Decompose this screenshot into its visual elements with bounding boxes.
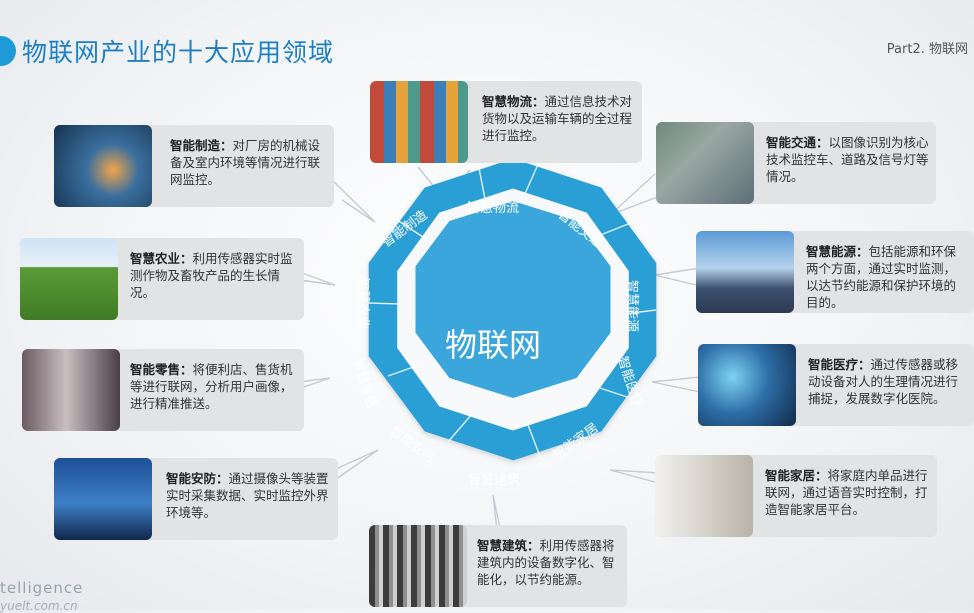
card-medical: 智能医疗：通过传感器或移动设备对人的生理情况进行捕捉，发展数字化医院。 (698, 344, 974, 426)
energy-photo (696, 231, 794, 313)
card-logistics: 智慧物流：通过信息技术对货物以及运输车辆的全过程进行监控。 (370, 81, 642, 163)
home-photo (655, 455, 753, 537)
card-desc: 对厂房的机械设备及室内环境等情况进行联网监控。 (170, 138, 321, 187)
card-title: 智能医疗： (808, 357, 871, 372)
card-title: 智慧建筑： (477, 538, 540, 553)
traffic-photo (656, 122, 754, 204)
card-mfg: 智能制造：对厂房的机械设备及室内环境等情况进行联网监控。 (54, 125, 334, 207)
retail-photo (22, 349, 120, 431)
center-label: 物联网 (445, 326, 541, 364)
card-title: 智能安防： (166, 471, 229, 486)
card-traffic: 智能交通：以图像识别为核心技术监控车、道路及信号灯等情况。 (656, 122, 936, 204)
card-title: 智能制造： (170, 138, 233, 153)
card-desc: 通过信息技术对货物以及运输车辆的全过程进行监控。 (482, 94, 633, 143)
card-agri: 智慧农业：利用传感器实时监测作物及畜牧产品的生长情况。 (20, 238, 304, 320)
logistics-photo (370, 81, 468, 163)
card-title: 智能交通： (766, 135, 829, 150)
center-hub (415, 201, 611, 398)
medical-photo (698, 344, 796, 426)
ring-label-building: 智慧建筑 (468, 472, 520, 488)
title-accent-dot (0, 36, 16, 66)
card-desc: 利用传感器实时监测作物及畜牧产品的生长情况。 (130, 251, 293, 300)
card-home: 智能家居：将家庭内单品进行联网，通过语音实时控制，打造智能家居平台。 (655, 455, 937, 537)
ring-label-agri: 智慧农业 (355, 277, 371, 329)
mfg-photo (54, 125, 152, 207)
card-title: 智慧农业： (130, 251, 193, 266)
card-title: 智能家居： (765, 468, 828, 483)
ring-label-energy: 智慧能源 (624, 280, 640, 332)
card-title: 智慧能源： (806, 244, 869, 259)
card-desc: 将家庭内单品进行联网，通过语音实时控制，打造智能家居平台。 (765, 468, 928, 517)
card-building: 智慧建筑：利用传感器将建筑内的设备数字化、智能化，以节约能源。 (369, 525, 627, 607)
card-title: 智能零售： (130, 362, 193, 377)
security-photo (54, 458, 152, 540)
card-desc: 以图像识别为核心技术监控车、道路及信号灯等情况。 (766, 135, 929, 184)
building-photo (369, 525, 467, 607)
section-label: Part2. 物联网 (886, 42, 968, 57)
ring-label-logistics: 智慧物流 (467, 200, 519, 216)
footer-url: yuelt.com.cn (0, 599, 78, 613)
card-desc: 利用传感器将建筑内的设备数字化、智能化，以节约能源。 (477, 538, 615, 587)
page-title: 物联网产业的十大应用领域 (22, 38, 335, 67)
card-security: 智能安防：通过摄像头等装置实时采集数据、实时监控外界环境等。 (54, 458, 338, 540)
card-desc: 将便利店、售货机等进行联网，分析用户画像，进行精准推送。 (130, 362, 293, 411)
card-desc: 通过传感器或移动设备对人的生理情况进行捕捉，发展数字化医院。 (808, 357, 959, 406)
card-retail: 智能零售：将便利店、售货机等进行联网，分析用户画像，进行精准推送。 (22, 349, 304, 431)
card-title: 智慧物流： (482, 94, 545, 109)
agri-photo (20, 238, 118, 320)
ring-dividers (367, 159, 657, 460)
card-energy: 智慧能源：包括能源和环保两个方面，通过实时监测，以达节约能源和保护环境的目的。 (696, 231, 974, 313)
footer-text: telligence (0, 579, 84, 597)
card-desc: 通过摄像头等装置实时采集数据、实时监控外界环境等。 (166, 471, 329, 520)
card-desc: 包括能源和环保两个方面，通过实时监测，以达节约能源和保护环境的目的。 (806, 244, 957, 310)
